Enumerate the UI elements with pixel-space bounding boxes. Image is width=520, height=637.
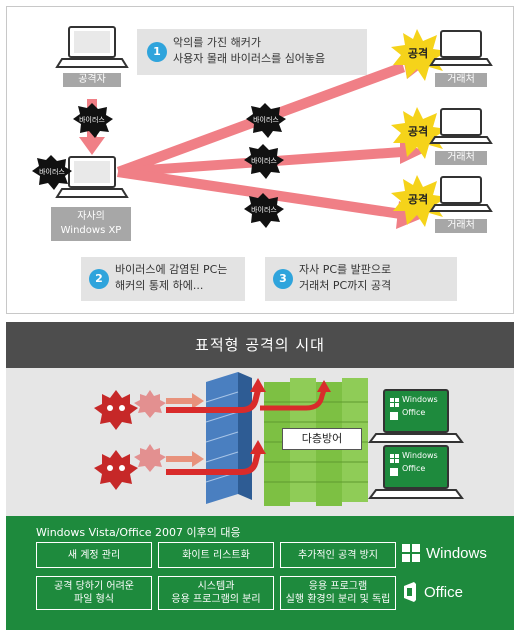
infection-diagram-graphics (32, 26, 493, 229)
step-1-line2: 사용자 몰래 바이러스를 심어놓음 (173, 52, 326, 65)
virus-company (32, 155, 72, 190)
infection-diagram-panel: 바이러스 바이러스 바이러스 바이러스 바이러스 공격자 자사의 Windows… (6, 6, 514, 314)
attack-label-1: 공격 (407, 47, 429, 60)
step-1-callout: 1 악의를 가진 해커가 사용자 몰래 바이러스를 심어놓음 (137, 29, 367, 75)
feature-system-app-separation-line1: 시스템과 (197, 581, 235, 592)
virus-attacker-path (73, 103, 113, 138)
feature-system-app-separation-line2: 응용 프로그램의 분리 (171, 594, 261, 605)
partner-label-2: 거래처 (435, 151, 487, 165)
step-2-number: 2 (89, 269, 109, 289)
spread-arrow-lower (117, 167, 402, 219)
virus-upper-arrow (246, 103, 286, 138)
office-logo-icon (404, 582, 416, 602)
laptop-lower-office-text: Office (402, 464, 426, 473)
attacker-label: 공격자 (63, 73, 121, 87)
attack-burst-1 (391, 29, 447, 81)
defense-diagram-graphics (94, 372, 464, 506)
attack-burst-2 (391, 107, 447, 159)
virus-label-upper: 바이러스 (253, 116, 279, 124)
step-3-callout: 3 자사 PC를 발판으로 거래처 PC까지 공격 (265, 257, 457, 301)
partner-laptop-3-icon (440, 176, 482, 204)
laptop-lower-windows-text: Windows (402, 451, 438, 460)
attack-label-2: 공격 (407, 125, 429, 138)
virus-label-company: 바이러스 (39, 168, 65, 176)
attack-label-3: 공격 (407, 193, 429, 206)
multilayer-defense-label: 다층방어 (282, 428, 362, 450)
laptop-upper-windows-text: Windows (402, 395, 438, 404)
virus-lower-arrow (244, 193, 284, 228)
partner-label-3: 거래처 (435, 219, 487, 233)
step-3-line1: 자사 PC를 발판으로 (299, 263, 392, 276)
step-2-line1: 바이러스에 감염된 PC는 (115, 263, 228, 276)
virus-middle-arrow (244, 144, 284, 179)
partner-laptop-1-icon (440, 30, 482, 58)
feature-additional-attack-prevention: 추가적인 공격 방지 (280, 542, 396, 568)
panel-title: 표적형 공격의 시대 (6, 322, 514, 368)
windows-brand-text: Windows (426, 544, 487, 562)
step-3-line2: 거래처 PC까지 공격 (299, 279, 392, 292)
step-2-callout: 2 바이러스에 감염된 PC는 해커의 통제 하에... (81, 257, 245, 301)
windows-brand: Windows (402, 544, 487, 562)
company-laptop-icon (55, 156, 129, 198)
feature-secure-file-format-line2: 파일 형식 (74, 594, 114, 605)
office-brand-text: Office (424, 583, 463, 601)
blue-firewall (205, 372, 252, 504)
protected-laptop-lower (368, 445, 464, 499)
targeted-attack-panel: 표적형 공격의 시대 (6, 322, 514, 630)
countermeasures-title: Windows Vista/Office 2007 이후의 대응 (36, 526, 241, 539)
feature-app-environment-isolation-line2: 실행 환경의 분리 및 독립 (285, 594, 391, 605)
attacker-to-pc-arrow-head (79, 137, 105, 155)
partner-label-1: 거래처 (435, 73, 487, 87)
virus-label-attacker-path: 바이러스 (79, 116, 105, 124)
company-label-line1: 자사의 (77, 211, 105, 222)
attacker-devil-icon-upper (94, 390, 166, 430)
step-3-number: 3 (273, 269, 293, 289)
company-pc-label: 자사의 Windows XP (51, 207, 131, 241)
laptop-upper-office-text: Office (402, 408, 426, 417)
step-2-line2: 해커의 통제 하에... (115, 279, 204, 292)
step-1-line1: 악의를 가진 해커가 (173, 36, 261, 49)
feature-app-environment-isolation-line1: 응용 프로그램 (308, 581, 368, 592)
virus-label-middle: 바이러스 (251, 157, 277, 165)
feature-app-environment-isolation: 응용 프로그램 실행 환경의 분리 및 독립 (280, 576, 396, 610)
virus-label-lower: 바이러스 (251, 206, 277, 214)
protected-laptop-upper (368, 389, 464, 443)
partner-2-group (391, 107, 493, 159)
attacker-devil-icon-lower (94, 444, 166, 490)
partner-3-group (391, 175, 493, 227)
feature-new-account-management: 새 계정 관리 (36, 542, 152, 568)
attack-burst-3 (391, 175, 447, 227)
countermeasures-band: Windows Vista/Office 2007 이후의 대응 새 계정 관리… (6, 516, 514, 630)
office-brand: Office (402, 582, 463, 602)
feature-secure-file-format: 공격 당하기 어려운 파일 형식 (36, 576, 152, 610)
windows-logo-icon (402, 544, 420, 562)
feature-system-app-separation: 시스템과 응용 프로그램의 분리 (158, 576, 274, 610)
feature-whitelisting: 화이트 리스트화 (158, 542, 274, 568)
partner-1-group (391, 29, 493, 81)
company-label-line2: Windows XP (60, 225, 122, 236)
attacker-laptop-icon (55, 26, 129, 68)
feature-secure-file-format-line1: 공격 당하기 어려운 (54, 581, 134, 592)
step-1-number: 1 (147, 42, 167, 62)
partner-laptop-2-icon (440, 108, 482, 136)
